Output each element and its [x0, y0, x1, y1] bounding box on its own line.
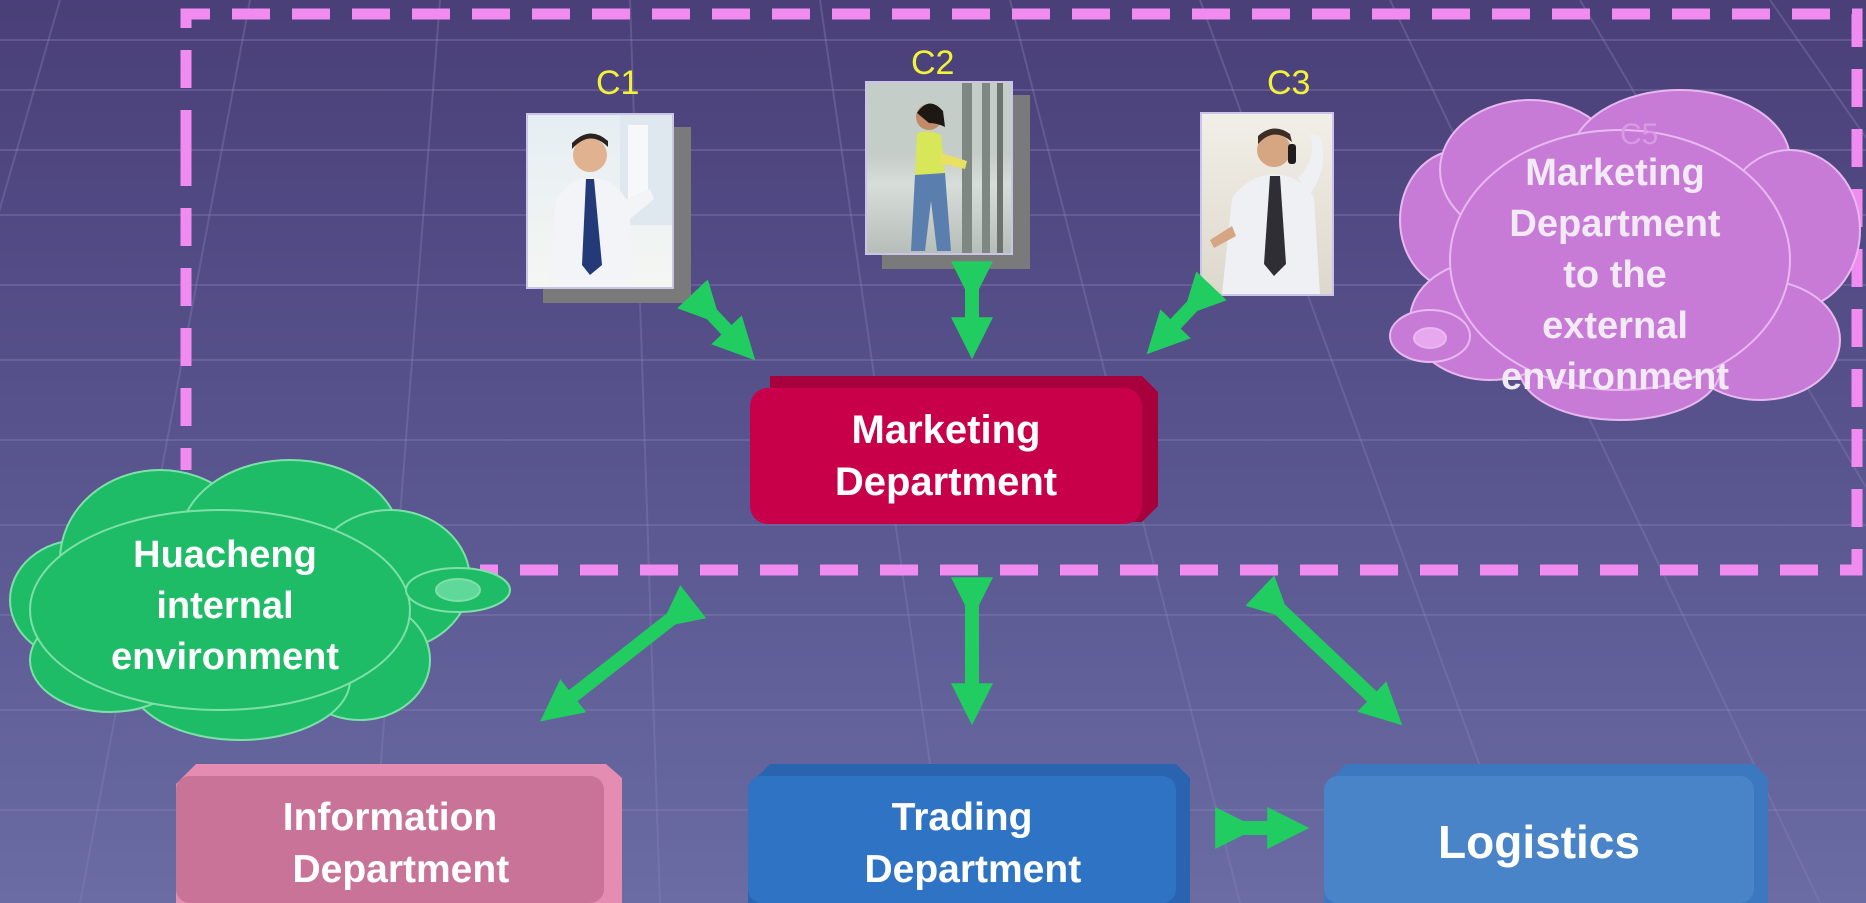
label-c2: C2 [911, 44, 955, 82]
arrow-marketing-logistics [1245, 575, 1403, 726]
label-c1: C1 [596, 64, 640, 102]
trading-department-label: Trading Department [864, 796, 1082, 891]
label-c5: C5 [1620, 118, 1659, 151]
information-department-label: Information Department [282, 796, 510, 891]
person-photo-icon [550, 115, 672, 287]
arrow-c1-marketing [677, 279, 756, 361]
photo-c2 [865, 81, 1013, 255]
arrow-c3-marketing [1146, 271, 1227, 355]
photo-c1 [526, 113, 674, 289]
marketing-department-label: Marketing Department [834, 408, 1058, 504]
label-c3: C3 [1267, 64, 1311, 102]
person-photo-icon [1210, 128, 1324, 294]
arrow-marketing-information [540, 585, 707, 722]
person-photo-icon [867, 83, 1011, 253]
logistics-label: Logistics [1438, 816, 1640, 868]
external-environment-label: Marketing Department to the external env… [1500, 152, 1730, 398]
internal-environment-label: Huacheng internal environment [110, 534, 340, 678]
photo-c3 [1200, 112, 1334, 296]
